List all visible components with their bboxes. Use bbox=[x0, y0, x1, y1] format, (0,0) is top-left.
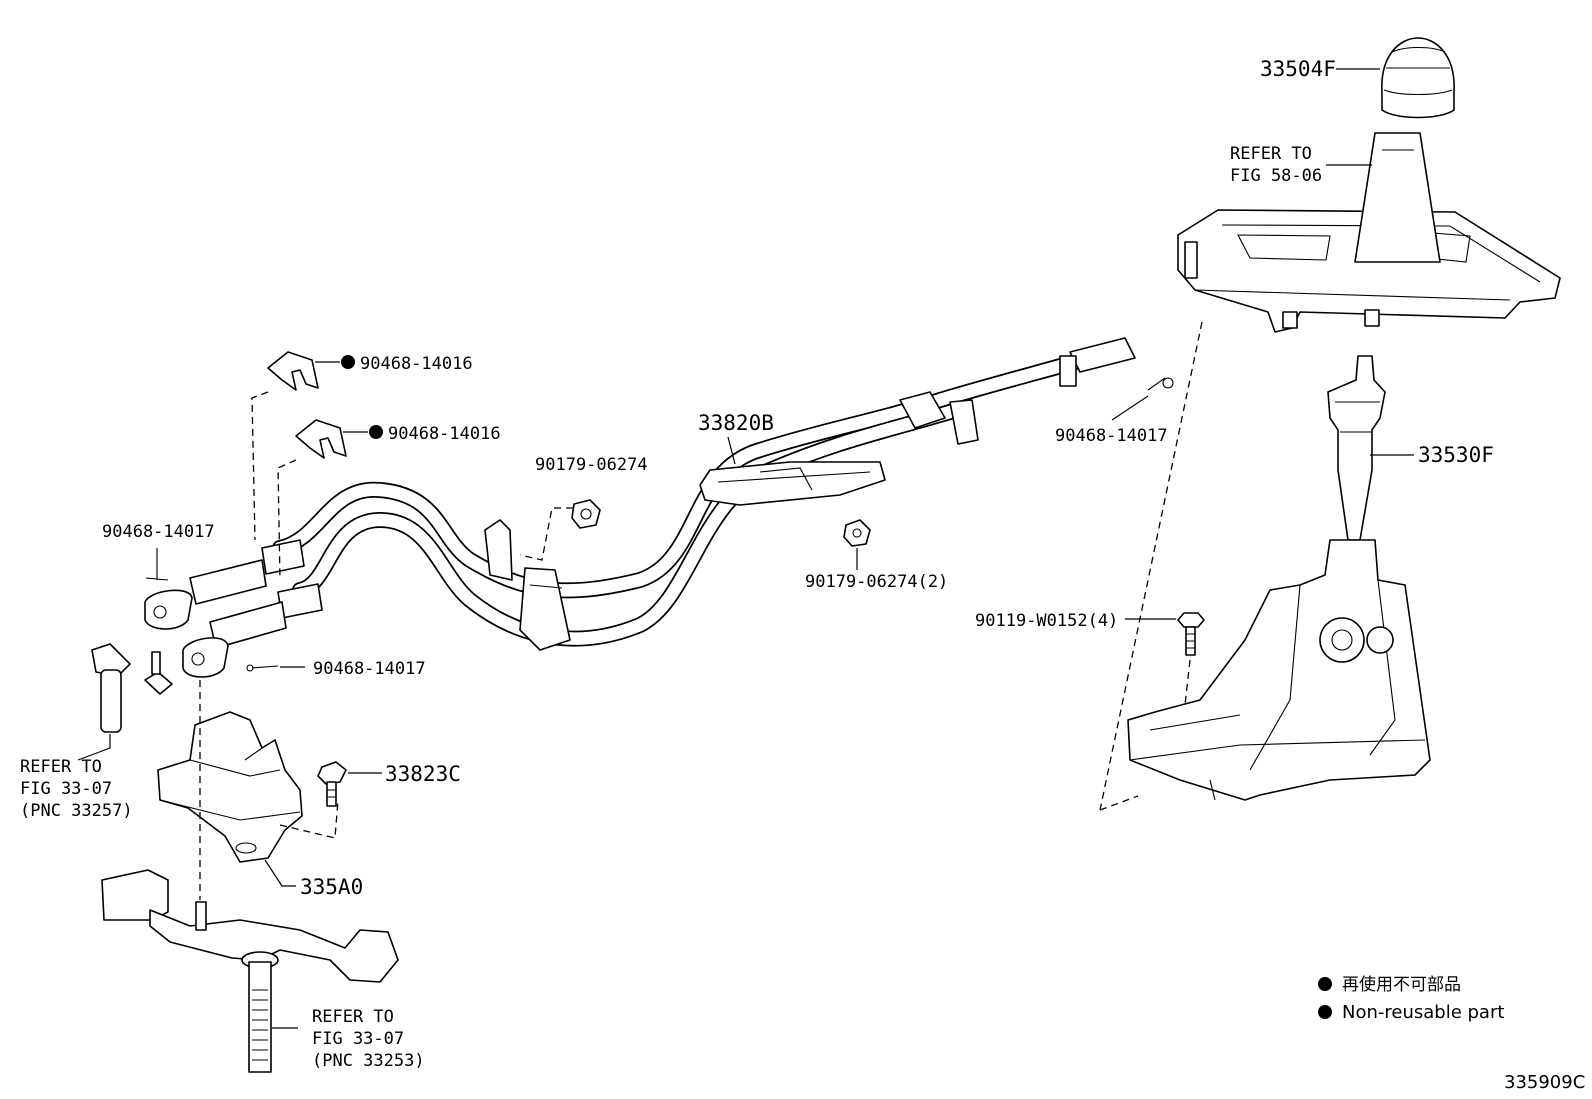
leader-bracket bbox=[264, 859, 296, 887]
legend-text-jp: 再使用不可部品 bbox=[1342, 974, 1461, 995]
nut-upper-part[interactable] bbox=[571, 499, 601, 529]
pin-right-part[interactable] bbox=[1147, 377, 1174, 391]
dashed-clip-2 bbox=[277, 459, 297, 581]
legend-text-en: Non-reusable part bbox=[1342, 1002, 1504, 1023]
cable-bracket-part[interactable] bbox=[157, 711, 303, 863]
clip-top-2-part[interactable] bbox=[295, 419, 347, 459]
dashed-bolt-right bbox=[1184, 659, 1191, 706]
label-bracket[interactable]: 335A0 bbox=[300, 875, 363, 899]
dashed-boundary-tail bbox=[1099, 795, 1139, 811]
legend-dot-jp bbox=[1318, 977, 1332, 991]
label-pin-left[interactable]: 90468-14017 bbox=[102, 522, 215, 542]
dashed-bracket bbox=[279, 799, 339, 839]
refer-left-line3[interactable]: (PNC 33257) bbox=[20, 801, 133, 821]
label-shift-knob[interactable]: 33504F bbox=[1260, 57, 1336, 81]
nonreusable-dot-1 bbox=[341, 355, 355, 369]
clip-top-1-part[interactable] bbox=[267, 351, 319, 391]
refer-bottom-line3[interactable]: (PNC 33253) bbox=[312, 1051, 425, 1071]
refer-bottom-line1[interactable]: REFER TO bbox=[312, 1007, 394, 1027]
select-lever-shaft-part bbox=[91, 643, 173, 733]
refer-bottom-line2[interactable]: FIG 33-07 bbox=[312, 1029, 404, 1049]
label-bolt-right[interactable]: 90119-W0152(4) bbox=[975, 611, 1118, 631]
bolt-right-part[interactable] bbox=[1177, 612, 1205, 656]
label-clip-top-2[interactable]: 90468-14016 bbox=[388, 424, 501, 444]
label-bolt-small[interactable]: 33823C bbox=[385, 762, 461, 786]
label-clip-top-1[interactable]: 90468-14016 bbox=[360, 354, 473, 374]
leader-pin-right bbox=[1111, 395, 1149, 421]
label-nut-lower[interactable]: 90179-06274(2) bbox=[805, 572, 948, 592]
dashed-nut-upper bbox=[519, 507, 573, 561]
leader-refer-left bbox=[77, 734, 111, 761]
shift-selector-lever-part bbox=[101, 869, 399, 1073]
shift-knob-part[interactable] bbox=[1381, 37, 1455, 119]
dashed-clip-1 bbox=[251, 391, 269, 541]
pin-lower-part[interactable] bbox=[246, 664, 279, 672]
nut-lower-part[interactable] bbox=[843, 519, 871, 547]
diagram-id: 335909C bbox=[1504, 1072, 1585, 1093]
label-nut-upper[interactable]: 90179-06274 bbox=[535, 455, 648, 475]
refer-left-line1[interactable]: REFER TO bbox=[20, 757, 102, 777]
bolt-small-part[interactable] bbox=[317, 761, 347, 807]
refer-boot-line2[interactable]: FIG 58-06 bbox=[1230, 166, 1322, 186]
label-cable-assy[interactable]: 33820B bbox=[698, 411, 774, 435]
label-shift-lever[interactable]: 33530F bbox=[1418, 443, 1494, 467]
leader-cable bbox=[727, 436, 736, 465]
shift-boot-panel bbox=[1177, 132, 1561, 333]
pin-left-part[interactable] bbox=[145, 548, 169, 581]
transmission-cable-assembly[interactable] bbox=[144, 337, 1136, 678]
nonreusable-dot-2 bbox=[369, 425, 383, 439]
legend: 再使用不可部品 Non-reusable part bbox=[1318, 974, 1504, 1023]
label-pin-lower[interactable]: 90468-14017 bbox=[313, 659, 426, 679]
refer-boot-line1[interactable]: REFER TO bbox=[1230, 144, 1312, 164]
shift-lever-assembly-part[interactable] bbox=[1127, 355, 1431, 801]
legend-dot-en bbox=[1318, 1005, 1332, 1019]
label-pin-right[interactable]: 90468-14017 bbox=[1055, 426, 1168, 446]
refer-left-line2[interactable]: FIG 33-07 bbox=[20, 779, 112, 799]
